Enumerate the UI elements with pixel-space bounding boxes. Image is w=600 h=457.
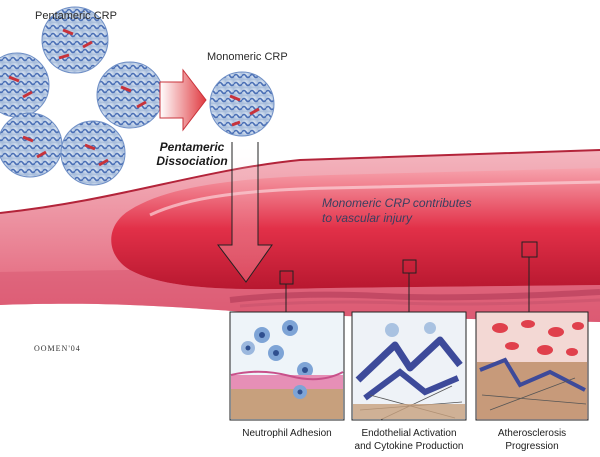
caption-line-2: Progression bbox=[505, 441, 559, 452]
monomeric-crp bbox=[209, 71, 275, 137]
dissociation-arrow bbox=[159, 68, 207, 132]
artist-signature: OOMEN'04 bbox=[34, 344, 81, 353]
protomer-2 bbox=[0, 52, 50, 118]
caption-line-2: and Cytokine Production bbox=[354, 441, 464, 452]
protomer-1 bbox=[41, 6, 109, 74]
vascular-injury-line-2: to vascular injury bbox=[322, 211, 413, 225]
panel-atherosclerosis-progression bbox=[475, 311, 589, 421]
dissociation-line-2: Dissociation bbox=[156, 154, 228, 168]
panel-endothelial-activation bbox=[351, 311, 467, 421]
protomer-4 bbox=[0, 112, 63, 178]
vessel-wall-top-edge bbox=[0, 149, 600, 214]
vascular-injury-line-1: Monomeric CRP contributes bbox=[322, 196, 472, 210]
pentameric-crp-label: Pentameric CRP bbox=[35, 10, 117, 22]
caption-line-1: Endothelial Activation bbox=[361, 428, 457, 439]
panel-neutrophil-adhesion bbox=[229, 311, 345, 421]
pentameric-dissociation-label: Pentameric Dissociation bbox=[132, 140, 252, 168]
pentameric-crp bbox=[0, 6, 164, 186]
caption-endothelial-activation: Endothelial Activation and Cytokine Prod… bbox=[344, 427, 474, 453]
monomeric-crp-label: Monomeric CRP bbox=[207, 51, 288, 63]
dissociation-line-1: Pentameric bbox=[159, 140, 225, 154]
protomer-3 bbox=[96, 61, 164, 129]
vascular-injury-label: Monomeric CRP contributes to vascular in… bbox=[322, 196, 472, 226]
caption-line-1: Atherosclerosis bbox=[497, 428, 567, 439]
caption-atherosclerosis-progression: Atherosclerosis Progression bbox=[467, 427, 597, 453]
infiltration-arrow bbox=[216, 142, 273, 283]
caption-neutrophil-adhesion: Neutrophil Adhesion bbox=[222, 427, 352, 440]
protomer-5 bbox=[60, 120, 126, 186]
caption-line-1: Neutrophil Adhesion bbox=[242, 428, 332, 439]
